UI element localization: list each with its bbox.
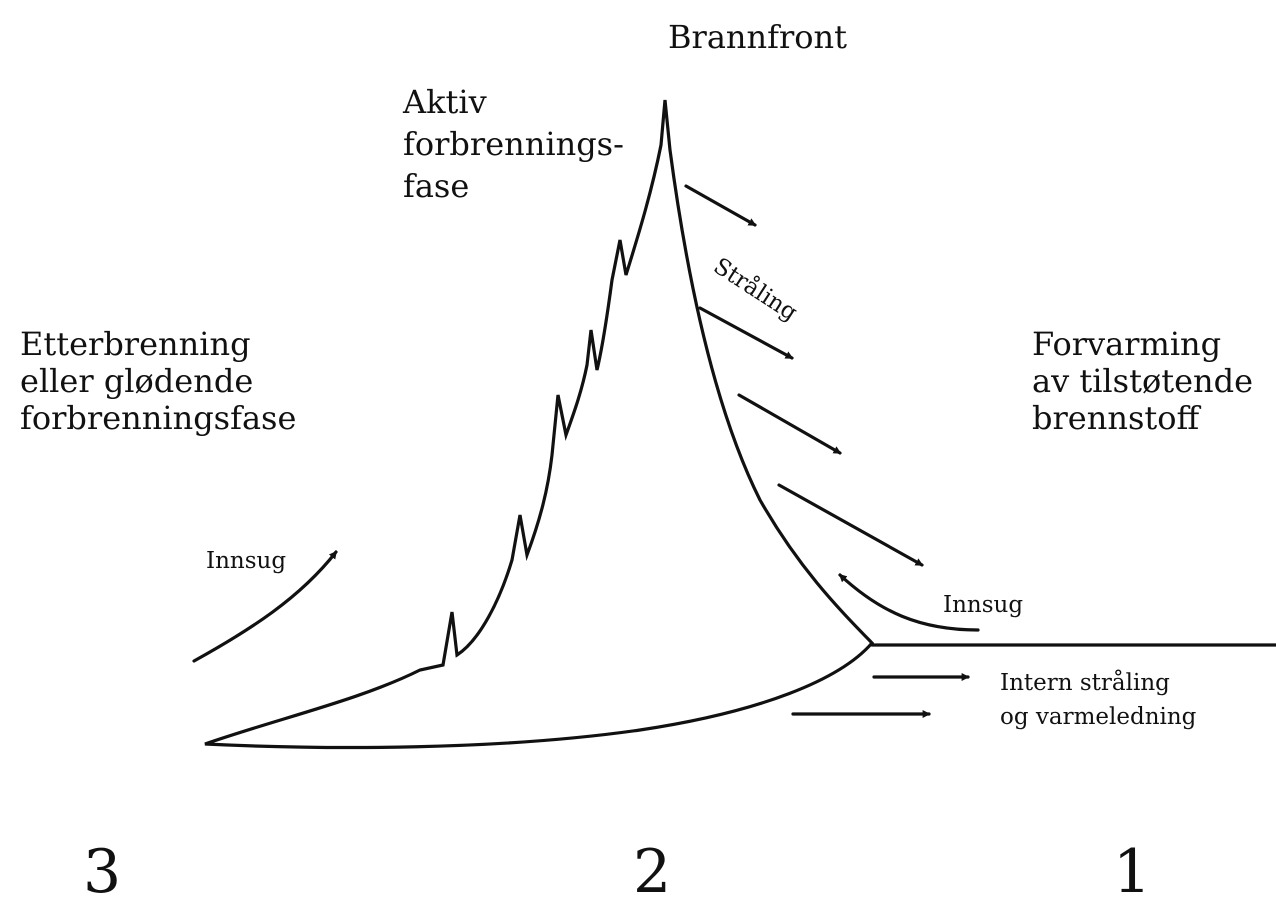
zone-number-2: 2 — [633, 837, 671, 902]
arrow-icon — [838, 573, 980, 632]
label-intern-line2: og varmeledning — [1000, 704, 1197, 730]
label-straling: Stråling — [709, 252, 803, 326]
arrow-icon — [698, 306, 794, 360]
label-intern-line1: Intern stråling — [1000, 669, 1170, 696]
zone-number-1: 1 — [1113, 837, 1151, 902]
zone-number-3: 3 — [83, 837, 121, 902]
label-aktiv-line1: Aktiv — [402, 83, 487, 121]
fire-profile-outline — [204, 99, 875, 750]
label-etterbrenning-line2: eller glødende — [20, 362, 253, 400]
arrow-icon — [737, 393, 842, 455]
arrow-icon — [192, 550, 338, 663]
arrow-icon — [684, 184, 757, 227]
label-forvarming-line2: av tilstøtende — [1032, 362, 1253, 400]
radiation-arrows — [684, 184, 924, 567]
label-forvarming-line3: brennstoff — [1032, 399, 1201, 437]
label-etterbrenning-line1: Etterbrenning — [20, 325, 251, 363]
label-innsug-right: Innsug — [943, 592, 1023, 618]
label-aktiv-line2: forbrennings- — [403, 125, 624, 163]
label-aktiv-line3: fase — [403, 167, 469, 205]
label-forvarming-line1: Forvarming — [1032, 325, 1221, 363]
label-innsug-left: Innsug — [206, 548, 286, 574]
label-brannfront: Brannfront — [668, 18, 847, 56]
label-etterbrenning-line3: forbrenningsfase — [20, 399, 296, 437]
arrow-icon — [777, 483, 924, 567]
